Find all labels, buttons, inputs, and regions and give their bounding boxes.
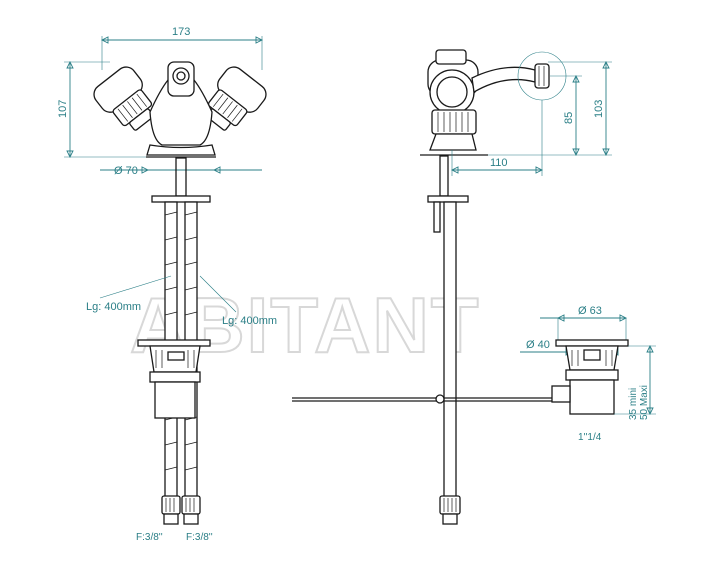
hose-right-length-label: Lg: 400mm (222, 315, 277, 327)
thickness-max-label: 50 Maxi (639, 385, 650, 420)
thickness-min-label: 35 mini (628, 388, 639, 420)
thread-label: 1''1/4 (578, 432, 602, 443)
connection-left-label: F:3/8'' (136, 532, 163, 543)
base-diameter-label: Ø 70 (114, 165, 138, 177)
connection-right-label: F:3/8'' (186, 532, 213, 543)
waste-view: Ø 63 Ø 40 35 mini 50 Maxi 1''1/4 (520, 305, 656, 443)
outer-diameter-label: Ø 63 (578, 305, 602, 317)
inner-diameter-label: Ø 40 (526, 339, 550, 351)
hose-left-length-label: Lg: 400mm (86, 301, 141, 313)
height-dimension-label: 107 (57, 100, 69, 118)
width-dimension-label: 173 (172, 26, 190, 38)
side-view: 110 85 103 (292, 49, 612, 525)
total-height-label: 103 (593, 100, 605, 118)
spout-height-label: 85 (563, 112, 575, 124)
front-view: 173 107 (57, 26, 277, 543)
spout-reach-label: 110 (490, 157, 508, 169)
